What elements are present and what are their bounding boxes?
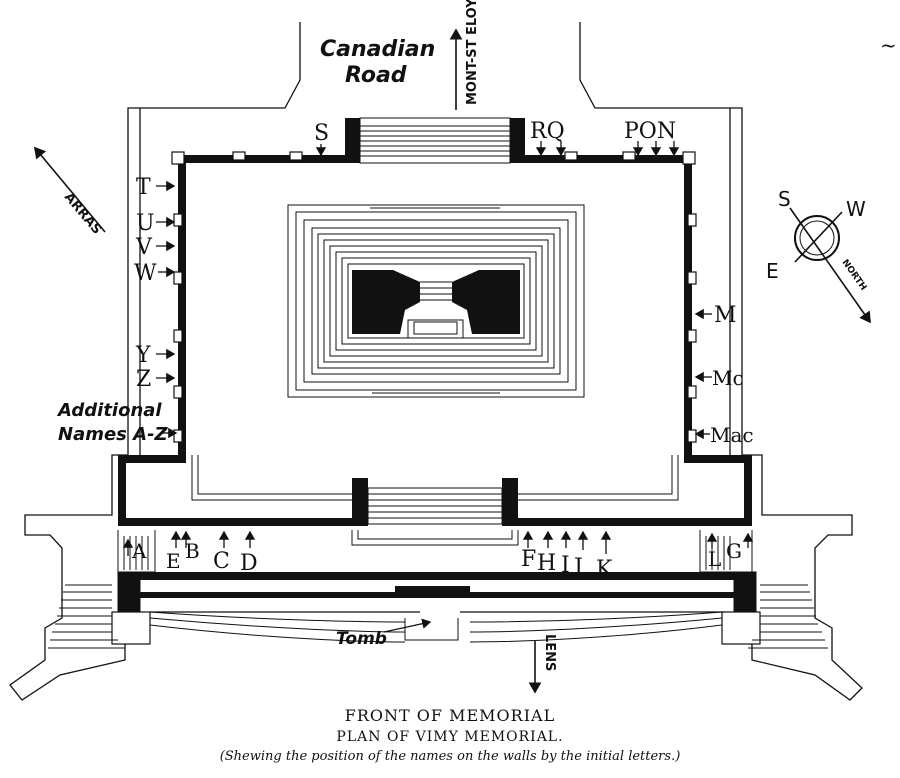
letter-e: E [166, 549, 181, 573]
letter-c: C [213, 549, 230, 574]
letter-y: Y [135, 343, 151, 368]
front-terrace [111, 572, 761, 645]
lens-arrow: LENS [528, 634, 557, 694]
compass-e: E [766, 259, 779, 283]
twin-pylons [352, 270, 520, 339]
memorial-walls [118, 118, 752, 526]
left-wall-letters: T U V W Y Z Additional Names A-Z [56, 175, 178, 445]
front-stairs [351, 487, 519, 546]
right-stair-wing [699, 530, 828, 649]
letter-d: D [240, 551, 258, 576]
road-outlines [9, 22, 863, 701]
letter-h: H [537, 551, 556, 576]
letter-i: I [561, 553, 570, 578]
letter-mac: Mac [710, 423, 754, 447]
front-right-letters: F H I J K L G [521, 530, 754, 582]
corner-mark: ~ [880, 33, 897, 57]
letter-u: U [136, 211, 155, 236]
compass-w: W [846, 197, 866, 221]
letter-j: J [572, 555, 583, 580]
caption-explanation: (Shewing the position of the names on th… [219, 749, 681, 764]
letter-k: K [596, 557, 613, 582]
letter-rq: RQ [530, 119, 565, 144]
mont-st-eloy-label: MONT-ST ELOY [465, 0, 480, 105]
letter-s: S [314, 121, 329, 146]
rear-stairs [359, 117, 511, 164]
arras-arrow: ARRAS [33, 146, 106, 238]
caption-front-of-memorial: FRONT OF MEMORIAL [344, 706, 556, 725]
compass-rose: S W E NORTH [766, 187, 871, 324]
letter-mc: Mc [712, 366, 744, 390]
letter-w: W [134, 261, 157, 286]
letter-z: Z [136, 367, 151, 392]
arras-label: ARRAS [61, 190, 104, 238]
compass-north: NORTH [840, 258, 868, 293]
front-left-letters: A E B C D [122, 530, 258, 576]
pylon-platform [287, 204, 585, 398]
letter-t: T [136, 175, 151, 200]
lens-label: LENS [542, 634, 557, 671]
letter-g: G [726, 539, 742, 563]
letter-a: A [131, 539, 147, 563]
left-stair-wing [48, 530, 156, 649]
canadian-road-label-1: Canadian [320, 37, 435, 62]
tomb-label-group: Tomb [336, 618, 432, 649]
mont-st-eloy-arrow: MONT-ST ELOY [449, 0, 480, 110]
letter-b: B [185, 539, 200, 563]
top-wall-letters: S RQ PON [314, 119, 680, 157]
canadian-road-label-2: Road [345, 63, 407, 88]
letter-pon: PON [624, 119, 676, 144]
caption-plan-title: PLAN OF VIMY MEMORIAL. [336, 729, 564, 745]
letter-l: L [708, 547, 721, 571]
additional-names-line1: Additional [56, 400, 162, 421]
right-wall-letters: M Mc Mac [694, 303, 754, 447]
letter-f: F [521, 547, 536, 572]
letter-m: M [714, 303, 737, 328]
additional-names-line2: Names A-Z [58, 424, 169, 445]
compass-s: S [778, 187, 791, 211]
letter-v: V [135, 235, 153, 260]
tomb-label: Tomb [336, 629, 387, 649]
